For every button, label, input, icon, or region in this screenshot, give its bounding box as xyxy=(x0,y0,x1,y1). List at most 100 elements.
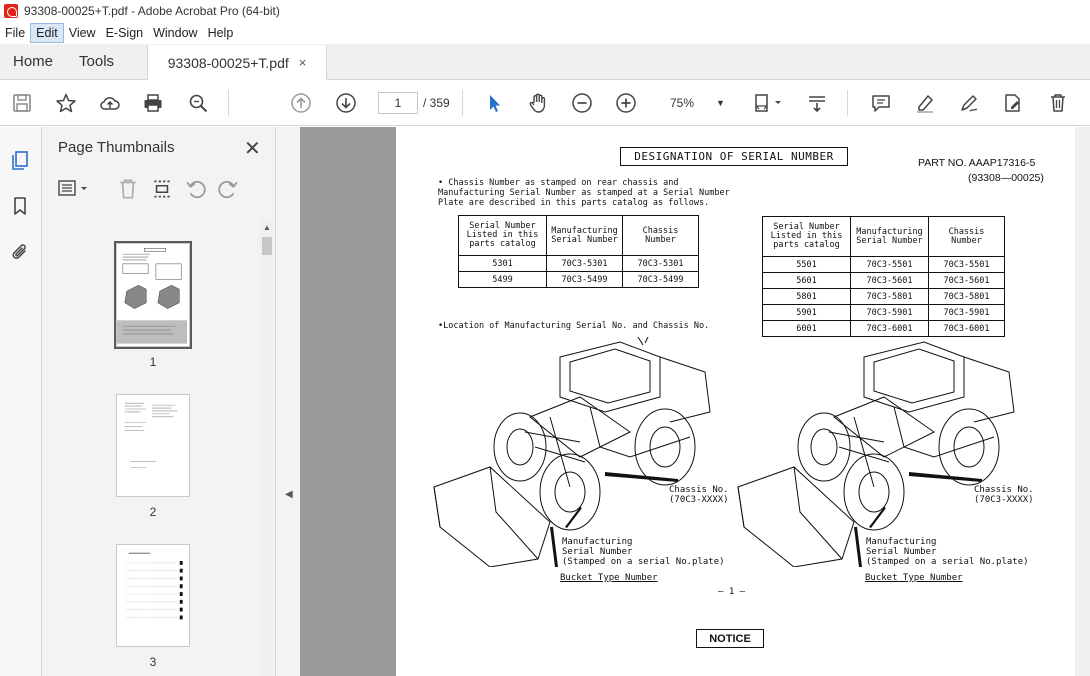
scroll-mode-icon[interactable] xyxy=(805,91,829,115)
table-cell: 6001 xyxy=(762,320,851,337)
table-cell: 70C3-6001 xyxy=(928,320,1005,337)
part-number: PART NO. AAAP17316-5 xyxy=(918,157,1036,169)
thumbnail-label-1: 1 xyxy=(149,355,157,369)
panel-title: Page Thumbnails xyxy=(58,139,175,156)
attachment-icon[interactable] xyxy=(9,241,31,263)
tab-home[interactable]: Home xyxy=(13,53,54,70)
callout-mfg-line3: (Stamped on a serial No.plate) xyxy=(562,557,725,567)
highlight-pen-icon[interactable] xyxy=(913,91,937,115)
callout-mfg-line2: Serial Number xyxy=(866,547,937,557)
rotate-left-icon[interactable] xyxy=(184,177,208,201)
table-cell: 5601 xyxy=(762,272,851,289)
window-title: 93308-00025+T.pdf - Adobe Acrobat Pro (6… xyxy=(24,4,280,18)
table-row: 5301 70C3-5301 70C3-5301 xyxy=(458,255,699,272)
fit-page-icon[interactable] xyxy=(750,91,786,115)
mfg-serial-callout-left: Manufacturing Serial Number (Stamped on … xyxy=(562,537,725,567)
comment-icon[interactable] xyxy=(869,91,893,115)
table-cell: 70C3-5301 xyxy=(622,255,699,272)
acrobat-app-icon xyxy=(4,4,18,18)
save-icon[interactable] xyxy=(10,91,34,115)
toolbar-separator xyxy=(228,90,229,116)
chassis-no-callout-left: Chassis No. (70C3-XXXX) xyxy=(669,485,729,505)
bookmark-icon[interactable] xyxy=(9,195,31,217)
page-total: / 359 xyxy=(423,96,450,110)
thumbnails-scrollbar[interactable]: ▲ xyxy=(260,219,274,676)
close-tab-icon[interactable]: × xyxy=(298,55,307,70)
table-row: 5901 70C3-5901 70C3-5901 xyxy=(762,304,1005,321)
page-thumbnail-1[interactable] xyxy=(114,241,192,349)
document-scrollbar[interactable] xyxy=(1075,127,1090,676)
left-icon-rail xyxy=(0,127,42,676)
toolbar-separator xyxy=(847,90,848,116)
page-thumbnails-icon[interactable] xyxy=(9,149,31,171)
scrollbar-thumb[interactable] xyxy=(262,237,272,255)
delete-page-icon[interactable] xyxy=(116,177,140,201)
page-thumbnail-2[interactable] xyxy=(116,394,190,497)
table-cell: 5501 xyxy=(762,256,851,273)
page-1-preview xyxy=(117,248,188,344)
cloud-upload-icon[interactable] xyxy=(98,91,122,115)
chevron-down-icon: ▼ xyxy=(716,98,725,108)
menu-help[interactable]: Help xyxy=(207,26,234,40)
collapse-left-icon: ◀ xyxy=(285,489,293,500)
scroll-up-icon[interactable]: ▲ xyxy=(263,223,271,232)
zoom-search-icon[interactable] xyxy=(186,91,210,115)
main-toolbar: 1 / 359 75% ▼ xyxy=(0,80,1090,126)
document-view: DESIGNATION OF SERIAL NUMBER PART NO. AA… xyxy=(300,127,1075,676)
menu-file[interactable]: File xyxy=(5,26,26,40)
thumbnail-options-icon[interactable] xyxy=(56,177,90,201)
table-header: Manufacturing Serial Number xyxy=(850,216,929,257)
table-cell: 70C3-5601 xyxy=(850,272,929,289)
table-header: Serial Number Listed in this parts catal… xyxy=(762,216,851,257)
menu-bar: File Edit View E-Sign Window Help xyxy=(0,22,1090,44)
table-cell: 70C3-5801 xyxy=(850,288,929,305)
table-cell: 70C3-5499 xyxy=(622,271,699,288)
zoom-out-icon[interactable] xyxy=(570,91,594,115)
page-thumbnail-3[interactable] xyxy=(116,544,190,647)
table-cell: 5801 xyxy=(762,288,851,305)
delete-icon[interactable] xyxy=(1046,91,1070,115)
page-heading: DESIGNATION OF SERIAL NUMBER xyxy=(620,147,848,166)
zoom-in-icon[interactable] xyxy=(614,91,638,115)
location-label: •Location of Manufacturing Serial No. an… xyxy=(438,321,710,331)
part-number-alt: (93308—00025) xyxy=(968,172,1044,184)
sign-pen-icon[interactable] xyxy=(957,91,981,115)
close-panel-icon[interactable]: ✕ xyxy=(244,138,261,160)
zoom-level-select[interactable]: 75% ▼ xyxy=(660,92,728,114)
next-page-icon[interactable] xyxy=(334,91,358,115)
menu-window[interactable]: Window xyxy=(153,26,198,40)
callout-chassis-label: Chassis No. xyxy=(974,485,1034,495)
panel-collapse-handle[interactable]: ◀ xyxy=(276,127,300,676)
tab-row: Home Tools 93308-00025+T.pdf × xyxy=(0,44,1090,80)
page-number: — 1 — xyxy=(718,587,746,597)
tab-tools[interactable]: Tools xyxy=(79,53,115,70)
rotate-right-icon[interactable] xyxy=(216,177,240,201)
extract-page-icon[interactable] xyxy=(150,177,174,201)
table-cell: 70C3-5501 xyxy=(850,256,929,273)
tab-document[interactable]: 93308-00025+T.pdf × xyxy=(147,45,328,80)
menu-esign[interactable]: E-Sign xyxy=(105,26,144,40)
callout-mfg-line1: Manufacturing xyxy=(562,537,633,547)
table-cell: 5901 xyxy=(762,304,851,321)
print-icon[interactable] xyxy=(141,91,165,115)
table-cell: 5499 xyxy=(458,271,547,288)
previous-page-icon[interactable] xyxy=(289,91,313,115)
title-bar: 93308-00025+T.pdf - Adobe Acrobat Pro (6… xyxy=(0,0,1090,22)
edit-document-icon[interactable] xyxy=(1001,91,1025,115)
zoom-level-value: 75% xyxy=(670,96,695,110)
table-cell: 5301 xyxy=(458,255,547,272)
table-cell: 70C3-5601 xyxy=(928,272,1005,289)
hand-tool-icon[interactable] xyxy=(526,91,550,115)
table-cell: 70C3-5901 xyxy=(928,304,1005,321)
table-row: 5801 70C3-5801 70C3-5801 xyxy=(762,288,1005,305)
star-icon[interactable] xyxy=(54,91,78,115)
select-cursor-icon[interactable] xyxy=(482,91,506,115)
thumbnail-label-2: 2 xyxy=(149,505,157,519)
menu-view[interactable]: View xyxy=(68,26,96,40)
callout-mfg-line3: (Stamped on a serial No.plate) xyxy=(866,557,1029,567)
table-header: Chassis Number xyxy=(928,216,1005,257)
page-2-preview xyxy=(124,402,178,468)
table-row: 5501 70C3-5501 70C3-5501 xyxy=(762,256,1005,273)
menu-edit[interactable]: Edit xyxy=(30,23,64,43)
page-number-input[interactable]: 1 xyxy=(378,92,418,114)
